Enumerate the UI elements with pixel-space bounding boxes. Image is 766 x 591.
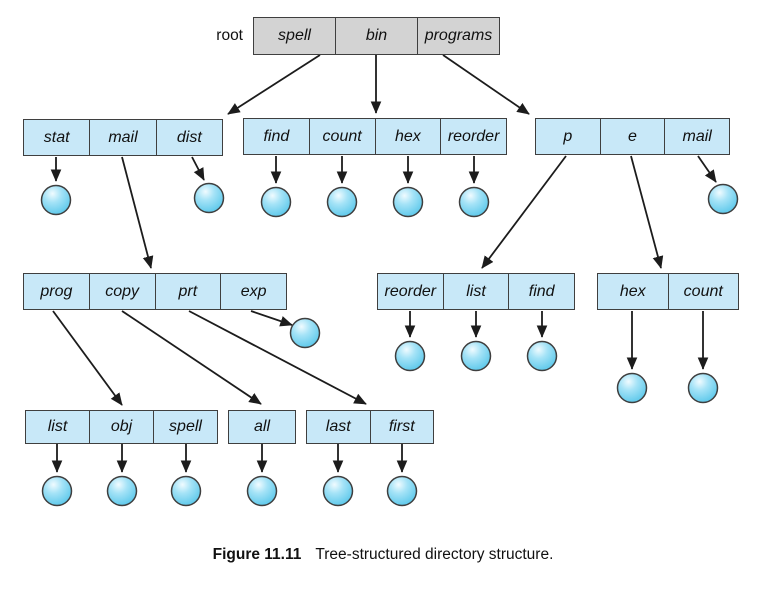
dir-entry: mail xyxy=(664,119,729,154)
dir-entry: programs xyxy=(417,18,499,54)
file-icon xyxy=(460,340,492,372)
file-icon xyxy=(707,183,739,215)
file-icon xyxy=(687,372,719,404)
arrow xyxy=(481,155,567,269)
dir-entry: list xyxy=(47,418,68,435)
root-label: root xyxy=(216,27,243,44)
arrow xyxy=(442,54,530,115)
dir-entry: reorder xyxy=(384,282,437,300)
file-icon xyxy=(616,372,648,404)
dir-entry: find xyxy=(263,127,290,145)
file-icon xyxy=(170,475,202,507)
dir-entry: p xyxy=(563,127,573,145)
file-icon xyxy=(193,182,225,214)
file-icon xyxy=(289,317,321,349)
arrow xyxy=(188,310,367,405)
arrow xyxy=(250,310,293,327)
dir-entry: count xyxy=(667,274,739,309)
file-icon xyxy=(40,184,72,216)
dir-entry: bin xyxy=(335,18,417,54)
arrow xyxy=(121,156,154,269)
box-copy-dir: all xyxy=(228,410,296,444)
file-icon xyxy=(41,475,73,507)
arrow xyxy=(121,310,262,405)
file-icon xyxy=(394,340,426,372)
file-icon xyxy=(106,475,138,507)
dir-entry: count xyxy=(308,119,375,154)
dir-entry: last xyxy=(325,418,351,435)
figure-caption: Figure 11.11 Tree-structured directory st… xyxy=(0,546,766,564)
file-icon xyxy=(326,186,358,218)
arrows xyxy=(50,54,717,473)
figure-caption-label: Figure 11.11 xyxy=(212,546,302,563)
file-icon xyxy=(246,475,278,507)
file-icon xyxy=(322,475,354,507)
dir-entry: reorder xyxy=(440,119,506,154)
dir-entry: mail xyxy=(89,120,155,155)
file-icon xyxy=(526,340,558,372)
dir-entry: copy xyxy=(88,274,155,309)
dir-entry: hex xyxy=(619,282,646,300)
dir-entry: all xyxy=(253,418,270,435)
arrow xyxy=(630,155,664,269)
dir-entry: first xyxy=(369,411,434,443)
file-icon xyxy=(386,475,418,507)
box-prt-dir: last first xyxy=(306,410,434,444)
arrow xyxy=(697,155,717,183)
dir-entry: hex xyxy=(374,119,441,154)
box-spell-dir: stat mail dist xyxy=(23,119,223,156)
box-e-dir: hex count xyxy=(597,273,739,310)
box-programs-dir: p e mail xyxy=(535,118,730,155)
arrow xyxy=(52,310,123,406)
box-bin-dir: find count hex reorder xyxy=(243,118,507,155)
dir-entry: dist xyxy=(155,120,222,155)
file-icon xyxy=(458,186,490,218)
file-icons xyxy=(40,182,739,507)
box-root: spell bin programs xyxy=(253,17,500,55)
dir-entry: find xyxy=(508,274,574,309)
arrow xyxy=(227,54,321,115)
dir-entry: e xyxy=(599,119,665,154)
dir-entry: obj xyxy=(89,411,153,443)
file-icon xyxy=(392,186,424,218)
dir-entry: stat xyxy=(43,128,70,146)
dir-entry: prt xyxy=(154,274,221,309)
dir-entry: spell xyxy=(278,27,311,44)
dir-entry: list xyxy=(442,274,509,309)
box-mail-dir: prog copy prt exp xyxy=(23,273,287,310)
file-icon xyxy=(260,186,292,218)
box-prog-dir: list obj spell xyxy=(25,410,218,444)
dir-entry: spell xyxy=(153,411,217,443)
figure-caption-text: Tree-structured directory structure. xyxy=(315,546,554,563)
arrow xyxy=(191,156,205,181)
dir-entry: prog xyxy=(40,282,73,300)
box-p-dir: reorder list find xyxy=(377,273,575,310)
dir-entry: exp xyxy=(220,274,286,309)
